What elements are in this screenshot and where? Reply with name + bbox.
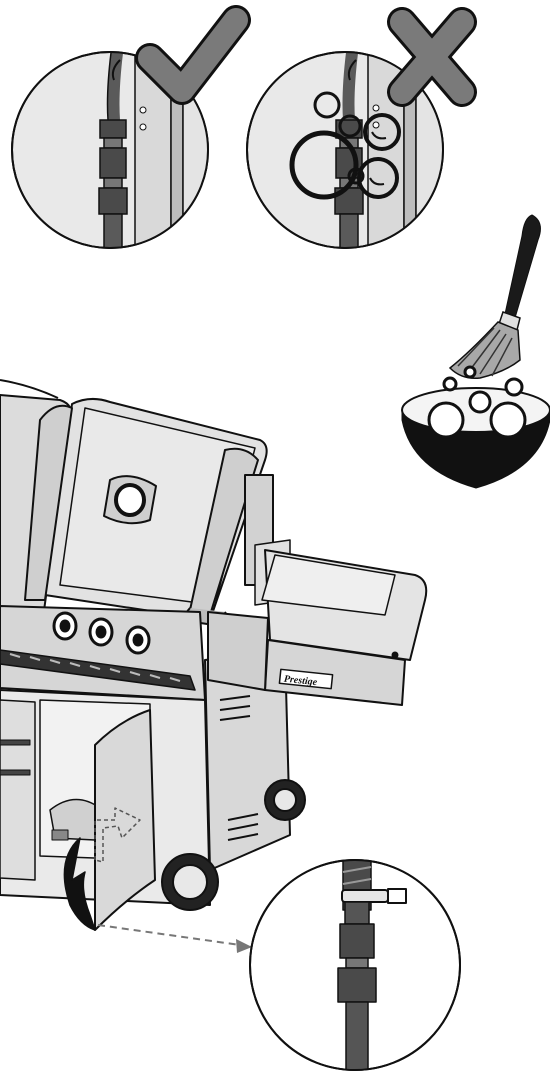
detail-callout-arrow: [98, 925, 252, 953]
x-icon: [402, 22, 462, 92]
grill-illustration: Prestige: [0, 380, 426, 930]
checkmark-icon: [150, 20, 236, 90]
paint-brush-icon: [450, 215, 540, 378]
hose-connection-detail-circle: [250, 850, 460, 1089]
soapy-water-bowl-icon: [402, 367, 550, 488]
